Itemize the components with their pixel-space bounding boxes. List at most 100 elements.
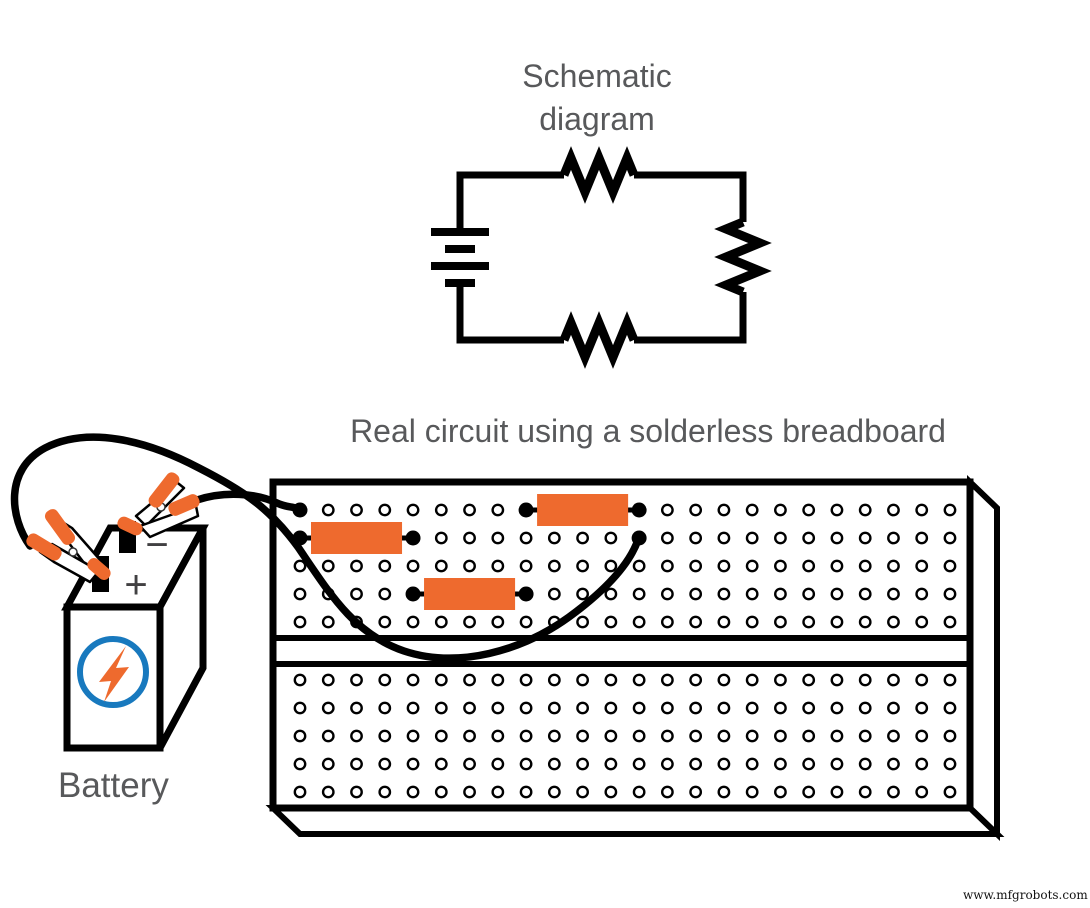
breadboard-hole (576, 729, 589, 743)
breadboard-hole (321, 559, 335, 573)
schematic-title-line1: Schematic (522, 58, 672, 94)
breadboard-hole (434, 785, 448, 799)
breadboard-hole (887, 615, 900, 629)
resistor-terminal-dot (518, 502, 534, 518)
breadboard-hole (689, 503, 703, 517)
breadboard-hole (717, 701, 731, 715)
breadboard-hole (350, 559, 363, 573)
breadboard-hole (576, 673, 589, 687)
breadboard-hole (943, 503, 957, 517)
breadboard-hole (689, 729, 703, 743)
breadboard-hole (660, 701, 674, 715)
breadboard-hole (547, 785, 561, 799)
breadboard-hole (717, 729, 731, 743)
breadboard-hole (830, 701, 844, 715)
resistor (405, 578, 534, 610)
breadboard-hole (604, 701, 618, 715)
breadboard-hole (378, 701, 392, 715)
breadboard-hole (463, 701, 476, 715)
breadboard-hole (774, 559, 787, 573)
breadboard-hole (745, 701, 759, 715)
breadboard-hole (576, 757, 589, 771)
breadboard-hole (830, 673, 844, 687)
breadboard-hole (745, 615, 759, 629)
breadboard-hole (378, 729, 392, 743)
breadboard-hole (604, 757, 618, 771)
breadboard-hole (378, 587, 392, 601)
alligator-clip-negative (117, 472, 200, 539)
breadboard-hole (830, 559, 844, 573)
breadboard-hole (406, 503, 420, 517)
breadboard-hole (689, 673, 703, 687)
breadboard-hole (519, 673, 533, 687)
breadboard-hole (887, 559, 900, 573)
breadboard-hole (519, 757, 533, 771)
breadboard-hole (915, 785, 929, 799)
breadboard-hole (321, 785, 335, 799)
clip-rivet (68, 547, 78, 557)
breadboard-hole (717, 757, 731, 771)
breadboard-hole (745, 559, 759, 573)
breadboard-hole (604, 729, 618, 743)
breadboard-hole (378, 503, 392, 517)
breadboard-hole (378, 615, 392, 629)
breadboard-hole (547, 531, 561, 545)
breadboard-hole (717, 615, 731, 629)
breadboard-hole (519, 531, 533, 545)
breadboard-hole (943, 559, 957, 573)
breadboard-hole (915, 729, 929, 743)
breadboard-hole (774, 673, 787, 687)
breadboard-hole (576, 701, 589, 715)
breadboard-hole (915, 757, 929, 771)
breadboard-hole (774, 729, 787, 743)
breadboard-hole (632, 673, 646, 687)
breadboard-hole (802, 729, 816, 743)
breadboard-hole (547, 701, 561, 715)
breadboard-hole (576, 785, 589, 799)
breadboard-hole (774, 503, 787, 517)
breadboard-hole (491, 729, 505, 743)
breadboard-hole (745, 587, 759, 601)
breadboard-hole (463, 615, 476, 629)
breadboard-hole (519, 701, 533, 715)
breadboard-hole (830, 729, 844, 743)
breadboard-hole (943, 587, 957, 601)
breadboard-hole (604, 559, 618, 573)
breadboard-hole (774, 701, 787, 715)
breadboard-hole (943, 701, 957, 715)
breadboard-hole (943, 531, 957, 545)
breadboard-hole (802, 673, 816, 687)
breadboard-hole (858, 701, 872, 715)
breadboard-hole (604, 531, 618, 545)
breadboard-hole (547, 559, 561, 573)
breadboard-hole (491, 503, 505, 517)
breadboard-hole (321, 729, 335, 743)
breadboard-hole (802, 701, 816, 715)
breadboard-hole (915, 559, 929, 573)
lightning-circle-icon (77, 636, 149, 708)
breadboard-hole (802, 785, 816, 799)
breadboard-hole (802, 531, 816, 545)
clip-handle (148, 472, 180, 508)
breadboard-hole (802, 587, 816, 601)
breadboard-hole (915, 615, 929, 629)
resistor-terminal-dot (405, 530, 421, 546)
clip-handle (44, 509, 76, 545)
breadboard-hole (858, 559, 872, 573)
breadboard-hole (321, 673, 335, 687)
breadboard-hole (887, 785, 900, 799)
breadboard-hole (689, 757, 703, 771)
breadboard-hole (491, 531, 505, 545)
breadboard-hole (463, 531, 476, 545)
schematic-wire (456, 283, 564, 344)
breadboard-hole (491, 701, 505, 715)
clip-tip (87, 558, 111, 580)
breadboard-hole (406, 785, 420, 799)
breadboard-hole (745, 785, 759, 799)
resistor-terminal-dot (405, 586, 421, 602)
breadboard-hole (858, 785, 872, 799)
breadboard-hole (350, 587, 363, 601)
breadboard-hole (350, 729, 363, 743)
schematic-circuit (431, 146, 772, 369)
breadboard-hole (858, 615, 872, 629)
